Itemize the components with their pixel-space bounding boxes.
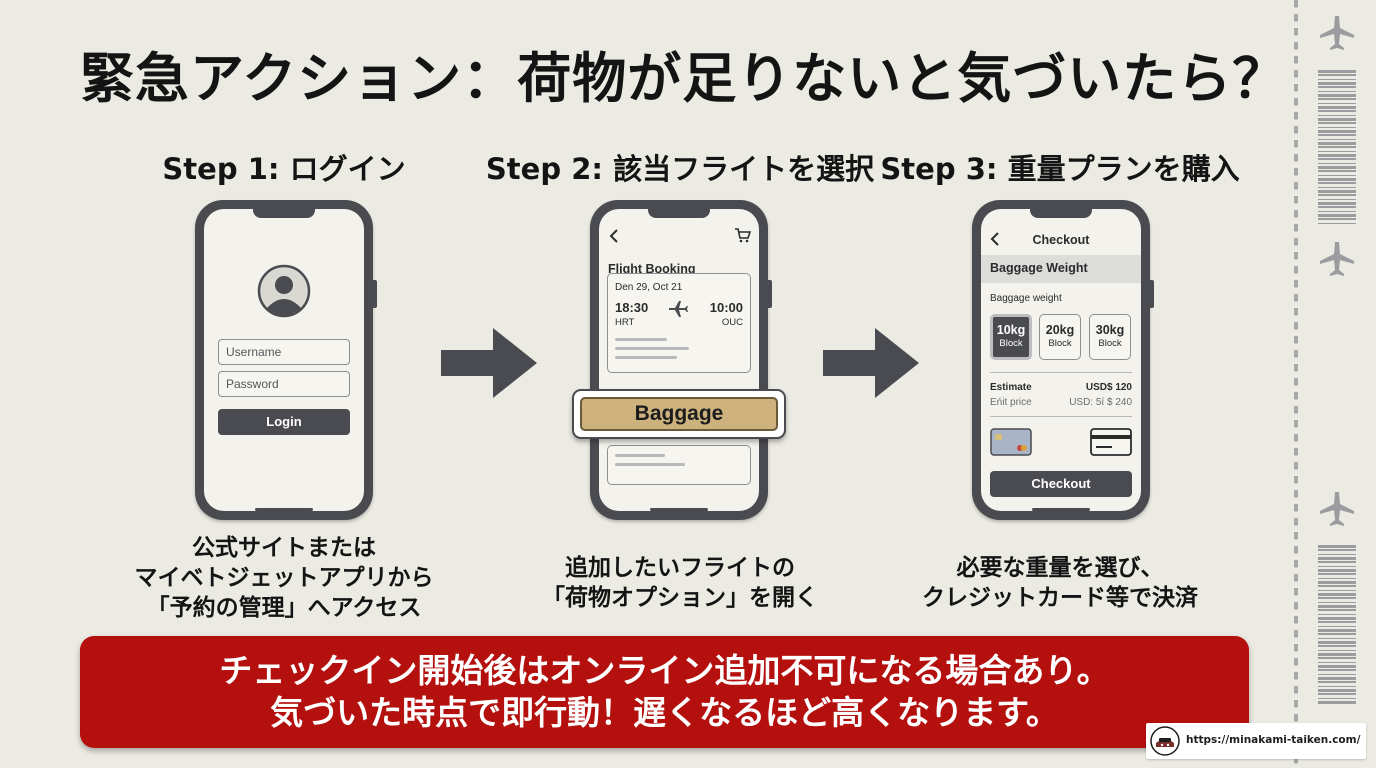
caption-line: 公式サイトまたは <box>192 535 376 561</box>
unit-price-value: USD: 5í $ 240 <box>1069 397 1132 408</box>
page-title: 緊急アクション：荷物が足りないと気づいたら？ <box>80 47 1288 110</box>
weight-option-kg: 10kg <box>996 323 1026 337</box>
weight-option-block: Block <box>999 338 1023 349</box>
checkout-button[interactable]: Checkout <box>990 471 1132 497</box>
arrow-right-icon <box>823 328 919 398</box>
caption-line: マイベトジェットアプリから <box>134 565 434 591</box>
warning-line-1: チェックイン開始後はオンライン追加不可になる場合あり。 <box>219 651 1110 690</box>
chevron-left-icon[interactable] <box>609 229 619 243</box>
login-phone: Username Password Login <box>195 200 377 520</box>
weight-option-block: Block <box>1098 338 1122 349</box>
airplane-icon <box>1320 242 1354 276</box>
unit-price-label: Eńit price <box>990 397 1032 408</box>
flight-card-secondary <box>607 445 751 485</box>
login-button[interactable]: Login <box>218 409 350 435</box>
user-avatar-icon <box>257 264 311 318</box>
weight-option-kg: 20kg <box>1045 323 1075 337</box>
flight-date: Den 29, Oct 21 <box>615 282 683 293</box>
airplane-icon <box>1320 492 1354 526</box>
chevron-left-icon[interactable] <box>990 232 1000 246</box>
checkout-screen: Checkout Baggage Weight Baggage weight 1… <box>981 209 1141 511</box>
step-2-title: Step 2: 該当フライトを選択 <box>485 152 875 186</box>
baggage-weight-label: Baggage weight <box>990 293 1062 304</box>
credit-card-icon[interactable] <box>990 428 1032 456</box>
caption-line: 「荷物オプション」を開く <box>542 585 818 611</box>
weight-option-10kg[interactable]: 10kg Block <box>990 314 1032 360</box>
arrow-right-icon <box>441 328 537 398</box>
site-watermark[interactable]: https://minakami-taiken.com/ <box>1146 723 1366 759</box>
weight-option-30kg[interactable]: 30kg Block <box>1089 314 1131 360</box>
weight-option-20kg[interactable]: 20kg Block <box>1039 314 1081 360</box>
flight-phone: Flight Booking Den 29, Oct 21 18:30 10:0… <box>590 200 772 520</box>
arrive-code: OUC <box>721 317 743 328</box>
caption-line: 必要な重量を選び、 <box>956 555 1164 581</box>
caption-line: クレジットカード等で決済 <box>922 585 1198 611</box>
site-url: https://minakami-taiken.com/ <box>1186 734 1361 746</box>
step-3-title: Step 3: 重量プランを購入 <box>880 152 1240 186</box>
estimate-label: Estimate <box>990 382 1032 393</box>
caption-line: 追加したいフライトの <box>565 555 795 581</box>
barcode-graphic <box>1318 545 1356 704</box>
caption-line: 「予約の管理」へアクセス <box>146 595 422 621</box>
ticket-perforation <box>1294 0 1298 768</box>
flight-card[interactable]: Den 29, Oct 21 18:30 10:00 HRT OUC <box>607 273 751 373</box>
flight-screen: Flight Booking Den 29, Oct 21 18:30 10:0… <box>599 209 759 511</box>
baggage-option-callout[interactable]: Baggage <box>572 389 786 439</box>
warning-banner: チェックイン開始後はオンライン追加不可になる場合あり。 気づいた時点で即行動！遅… <box>80 636 1249 748</box>
airplane-icon <box>1320 16 1354 50</box>
baggage-option-label: Baggage <box>580 397 778 431</box>
checkout-phone: Checkout Baggage Weight Baggage weight 1… <box>972 200 1154 520</box>
username-field[interactable]: Username <box>218 339 350 365</box>
site-logo-icon <box>1150 726 1180 756</box>
airplane-icon <box>669 301 688 317</box>
credit-card-icon[interactable] <box>1090 428 1132 456</box>
password-field[interactable]: Password <box>218 371 350 397</box>
checkout-header-title: Checkout <box>1032 233 1090 247</box>
step-1-caption: 公式サイトまたは マイベトジェットアプリから 「予約の管理」へアクセス <box>74 533 494 623</box>
barcode-graphic <box>1318 70 1356 224</box>
step-2-caption: 追加したいフライトの 「荷物オプション」を開く <box>470 553 890 613</box>
step-3-caption: 必要な重量を選び、 クレジットカード等で決済 <box>850 553 1270 613</box>
baggage-weight-section-title: Baggage Weight <box>981 255 1141 283</box>
depart-code: HRT <box>615 317 635 328</box>
login-screen: Username Password Login <box>204 209 364 511</box>
warning-line-2: 気づいた時点で即行動！遅くなるほど高くなります。 <box>270 693 1059 732</box>
flight-booking-title: Flight Booking <box>608 262 696 276</box>
weight-option-kg: 30kg <box>1095 323 1125 337</box>
estimate-value: USD$ 120 <box>1085 382 1132 393</box>
arrive-time: 10:00 <box>709 300 743 315</box>
step-1-title: Step 1: ログイン <box>162 152 406 186</box>
depart-time: 18:30 <box>615 300 649 315</box>
weight-option-block: Block <box>1048 338 1072 349</box>
cart-icon[interactable] <box>735 228 751 243</box>
